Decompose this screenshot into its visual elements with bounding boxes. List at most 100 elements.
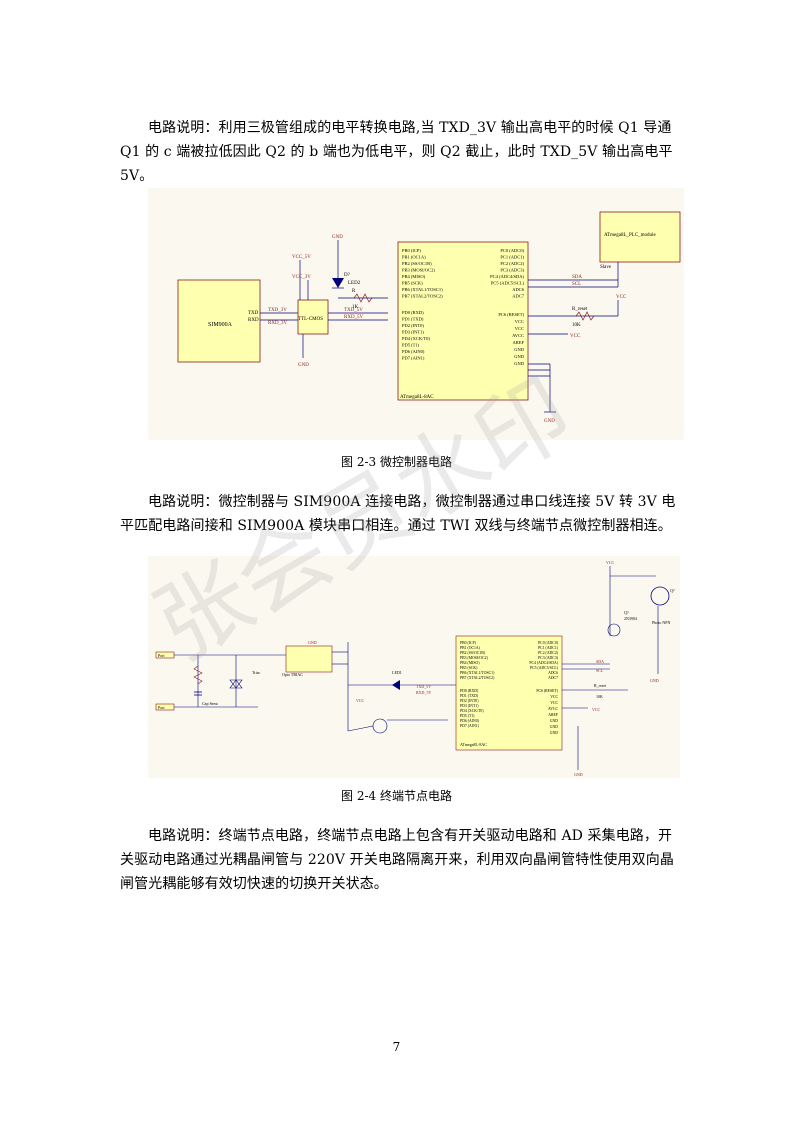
r-reset-label: R_reset (594, 683, 607, 688)
f2-right-pin-5: PC5 (ADC5/SCL) (530, 666, 559, 670)
gnd-opto-label: GND (308, 640, 317, 645)
f1-right-pin-0: PC0 (ADC0) (500, 248, 524, 253)
figure-terminal-node-circuit: Port Port Cap Semi Triac Opto TRIAC GND … (148, 556, 680, 778)
opto-label: Opto TRIAC (282, 672, 303, 677)
sim-rxd-label: RXD (248, 318, 259, 323)
figure-microcontroller-circuit: SIM900A TXD RXD TXD_3V RXD_3V TTL-CMOS V… (148, 188, 684, 440)
f2-right-pin2-4: AREF (548, 713, 558, 717)
gnd-led-label: GND (332, 235, 343, 240)
vcc-mcu-label: VCC (592, 707, 601, 712)
scl-net: SCL (572, 282, 581, 287)
gnd-mcu-label: GND (544, 419, 555, 424)
slave-label: Slave (600, 265, 612, 270)
led-label: LED1 (392, 670, 402, 675)
f1-right-pin-1: PC1 (ADC1) (500, 255, 524, 260)
f1-right-pin-4: PC4 (ADC4/SDA) (490, 274, 524, 279)
f2-right-pin-1: PC1 (ADC1) (538, 646, 559, 650)
paragraph-terminal-node: 电路说明：终端节点电路，终端节点电路上包含有开关驱动电路和 AD 采集电路，开关… (120, 828, 674, 892)
f1-right-pin2-1: VCC (515, 319, 524, 324)
r-value: 1K (352, 305, 359, 310)
plc-module-name: ATmega8L_PLC_module (604, 233, 656, 238)
f2-right-pin-6: ADC6 (548, 671, 558, 675)
f1-left-pin-7: PB7 (XTAL2/TOSC2) (402, 294, 443, 299)
txd5-net: TXD_5V (416, 684, 431, 689)
f1-left-pin2-5: PD5 (T1) (402, 343, 420, 348)
rxd3-net-left: RXD_3V (268, 321, 288, 326)
f1-left-pin-6: PB6 (XTAL1/TOSC1) (402, 287, 443, 292)
gnd-ttl-label: GND (298, 363, 309, 368)
rxd5-net: RXD_5V (416, 690, 431, 695)
f2-right-pin-2: PC2 (ADC2) (538, 651, 559, 655)
paragraph-mcu-connection: 电路说明：微控制器与 SIM900A 连接电路，微控制器通过串口线连接 5V 转… (120, 494, 676, 534)
led-d-label: D? (344, 273, 351, 278)
r-reset-value: 10K (572, 323, 581, 328)
photo-label: Photo NPN (652, 620, 670, 625)
f2-left-pin2-3: PD3 (INT1) (460, 704, 479, 708)
f1-left-pin2-2: PD2 (INT0) (402, 323, 424, 328)
f2-left-pin2-7: PD7 (AIN1) (460, 724, 480, 728)
led-label: LED2 (348, 281, 361, 286)
f2-right-pin2-2: VCC (550, 701, 558, 705)
f2-left-pin2-6: PD6 (AIN0) (460, 719, 480, 723)
cap-label: Cap Semi (202, 701, 219, 706)
f2-left-pin2-5: PD5 (T1) (460, 714, 475, 718)
sim-txd-label: TXD (248, 311, 259, 316)
vcc-bottom-label: VCC (356, 698, 365, 703)
f1-right-pin-2: PC2 (ADC2) (500, 261, 524, 266)
f1-left-pin2-1: PD1 (TXD) (402, 317, 424, 322)
f1-right-pin2-4: AREF (512, 340, 524, 345)
f1-left-pin2-7: PD7 (AIN1) (402, 356, 425, 361)
txd5-net: TXD_5V (344, 308, 363, 313)
f1-right-pin-3: PC3 (ADC3) (500, 268, 524, 273)
f2-left-pin2-1: PD1 (TXD) (460, 694, 479, 698)
f1-left-pin2-0: PD0 (RXD) (402, 310, 424, 315)
port-in-1: Port (158, 653, 166, 658)
vcc3-label: VCC_3V (292, 275, 311, 280)
schematic-microcontroller: SIM900A TXD RXD TXD_3V RXD_3V TTL-CMOS V… (177, 211, 681, 424)
f1-right-pin-7: ADC7 (512, 294, 525, 299)
f1-right-pin2-6: GND (514, 354, 524, 359)
f2-right-pin-0: PC0 (ADC0) (538, 641, 559, 645)
sda-net: SDA (572, 275, 582, 280)
f2-left-pin-0: PB0 (ICP) (460, 641, 477, 645)
f2-right-pin-7: ADC7 (548, 676, 558, 680)
q-label: Q? (624, 610, 629, 615)
f1-left-pin-5: PB5 (SCK) (402, 281, 423, 286)
f2-right-pin-4: PC4 (ADC4/SDA) (529, 661, 558, 665)
schematic-terminal-node: Port Port Cap Semi Triac Opto TRIAC GND … (155, 560, 675, 777)
gnd-photo-label: GND (650, 678, 659, 683)
vcc-top-label: VCC (606, 560, 615, 565)
vcc-reset-label: VCC (616, 295, 627, 300)
f1-right-pin-6: ADC6 (512, 287, 525, 292)
f2-right-pin2-1: VCC (550, 695, 558, 699)
mcu-name: ATmega8L-8AC (460, 742, 487, 747)
scl-net: SCL (596, 668, 604, 673)
f1-left-pin-0: PB0 (ICP) (402, 248, 421, 253)
paragraph-level-shift: 电路说明：利用三极管组成的电平转换电路,当 TXD_3V 输出高电平的时候 Q1… (120, 120, 673, 184)
rxd5-net: RXD_5V (344, 315, 364, 320)
ttl-cmos-label: TTL-CMOS (298, 317, 323, 322)
port-in-2: Port (158, 705, 166, 710)
f1-right-pin2-3: AVCC (512, 333, 524, 338)
f2-left-pin2-4: PD4 (XCK/T0) (460, 709, 484, 713)
figure-caption-2-3: 图 2-3 微控制器电路 (341, 455, 452, 469)
f2-left-pin2-2: PD2 (INT0) (460, 699, 479, 703)
q-photo-label: Q? (670, 588, 675, 593)
f1-left-pin-3: PB3 (MOSI/OC2) (402, 268, 435, 273)
txd3-net-left: TXD_3V (268, 308, 287, 313)
f1-left-pin-1: PB1 (OC1A) (402, 255, 426, 260)
f2-left-pin-2: PB2 (SS/OC1B) (460, 651, 486, 655)
mcu-name: ATmega8L-8AC (400, 395, 434, 400)
f1-left-pin-2: PB2 (SS/OC1B) (402, 261, 432, 266)
q-part: 2N3904 (624, 616, 637, 621)
f1-right-pin2-2: VCC (515, 326, 524, 331)
r-reset-value: 10K (596, 694, 603, 699)
page-number: 7 (392, 1040, 401, 1054)
vcc5-label: VCC_5V (292, 255, 311, 260)
gnd-mcu-label: GND (574, 772, 583, 777)
f1-left-pin-4: PB4 (MISO) (402, 274, 426, 279)
f2-left-pin-6: PB6 (XTAL1/TOSC1) (460, 671, 495, 675)
triac-label: Triac (252, 670, 261, 675)
f2-left-pin2-0: PD0 (RXD) (460, 689, 479, 693)
sim900a-label: SIM900A (208, 322, 233, 328)
